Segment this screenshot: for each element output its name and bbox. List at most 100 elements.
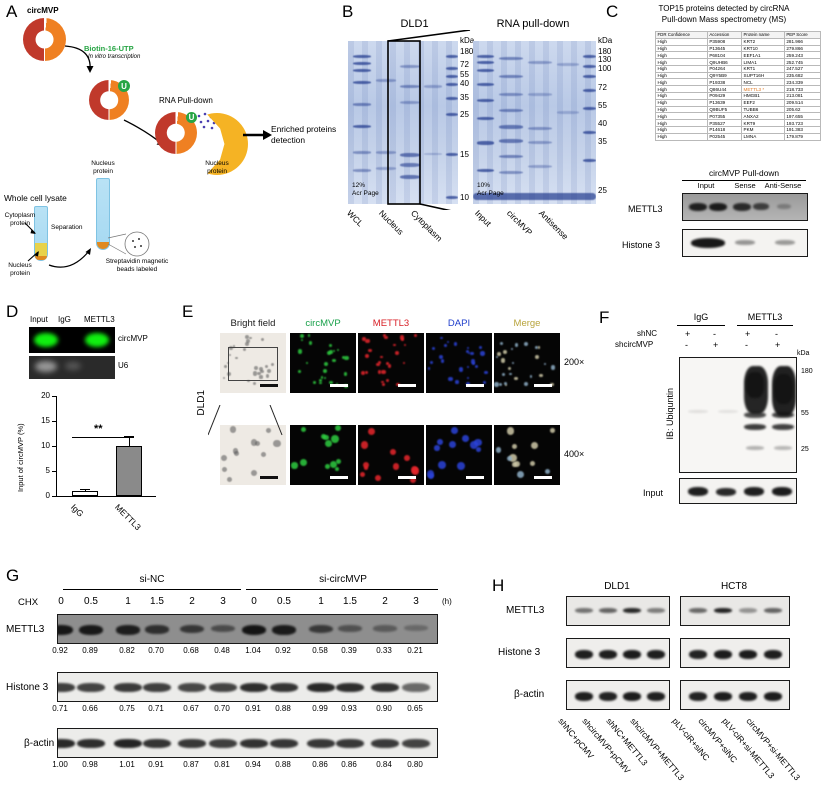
panel-g-quantification: 0.87: [183, 760, 199, 769]
ms-table-cell: 259.243: [783, 51, 822, 60]
ms-table-cell: Q9UHB6: [706, 58, 743, 66]
ms-table-cell: KRT1: [741, 64, 785, 73]
nucleus-moon-line1: Nucleus: [205, 160, 229, 167]
panel-g-band: [240, 683, 268, 692]
panel-f-row1-value: -: [713, 329, 716, 339]
panel-g-row-label: β-actin: [24, 738, 55, 749]
panel-e-cell-dot: [472, 362, 476, 365]
panel-e-scale-bar: [330, 384, 348, 387]
nucleus-protein-label-bottom: Nucleus protein: [0, 262, 40, 278]
streptavidin-beads-label: Streptavidin magnetic beads labeled: [96, 258, 178, 274]
panel-e-cell-dot: [437, 439, 444, 445]
panel-g-band: [242, 625, 266, 635]
panel-e-magnification-label: 400×: [564, 449, 585, 459]
panel-h-band: [739, 650, 757, 659]
panel-e-cell-dot: [495, 447, 502, 453]
panel-e-cell-dot: [550, 365, 555, 370]
nucleus-top-line1: Nucleus: [91, 160, 115, 167]
panel-e-column-header: DAPI: [447, 318, 471, 329]
panel-g-quantification: 0.94: [245, 760, 261, 769]
panel-h-band: [623, 608, 641, 613]
panel-e-fluorescence-image: [358, 425, 424, 485]
panel-e-cell-dot: [221, 454, 228, 461]
panel-e-cell-dot: [334, 466, 339, 471]
panel-g-band: [114, 683, 142, 692]
panel-g-timepoint: 1: [318, 596, 324, 607]
panel-e-cell-dot: [506, 455, 513, 462]
panel-c-blot-histone3: [682, 229, 808, 257]
panel-e-cell-dot: [537, 346, 541, 349]
panel-g-band: [272, 625, 296, 635]
ms-table-cell: HMGB1: [741, 92, 785, 100]
panel-g-band: [180, 625, 204, 634]
panel-h-band: [714, 650, 732, 659]
panel-g-quantification: 0.75: [119, 704, 135, 713]
gel-dld1-image: [348, 41, 458, 204]
panel-h-blot-hct8: [680, 596, 790, 626]
gel1-marker: 55: [460, 70, 469, 79]
panel-e-scale-bar: [260, 384, 278, 387]
ms-table-cell: High: [655, 125, 708, 134]
panel-d-lane-label: METTL3: [84, 315, 115, 324]
panel-e-scale-bar: [330, 476, 348, 479]
panel-g-quantification: 0.86: [341, 760, 357, 769]
panel-h-band: [689, 650, 707, 659]
panel-d-lane-label: IgG: [58, 315, 71, 324]
gel1-lane-label: WCL: [344, 208, 366, 229]
panel-d-gel-u6: [29, 356, 115, 379]
panel-e-cell-dot: [232, 345, 236, 348]
enriched-line2: detection: [271, 135, 305, 146]
panel-e-cell-dot: [360, 370, 366, 375]
panel-e-cell-dot: [386, 378, 390, 382]
panel-f-marker: 25: [801, 446, 809, 453]
panel-g-band: [211, 625, 235, 633]
gel1-marker: 72: [460, 60, 469, 69]
panel-e-cell-dot: [343, 372, 348, 376]
panel-e-cell-dot: [342, 355, 346, 359]
panel-g-timepoint: 3: [220, 596, 226, 607]
panel-f-letter: F: [599, 308, 610, 327]
panel-d-row-circmvp: circMVP: [118, 334, 148, 343]
panel-e-cell-dot: [502, 372, 506, 376]
panel-e-cell-dot: [500, 358, 506, 363]
panel-g-quantification: 0.48: [214, 646, 230, 655]
gel2-title: RNA pull-down: [496, 18, 570, 30]
panel-g-band: [79, 625, 103, 635]
panel-g-quantification: 0.98: [82, 760, 98, 769]
panel-e-cell-dot: [252, 382, 256, 386]
ms-table-cell: EEF2: [741, 98, 785, 107]
panel-g-band: [209, 739, 237, 748]
panel-g-quantification: 0.90: [376, 704, 392, 713]
panel-e-cell-dot: [245, 338, 250, 343]
ms-table-cell: 213.081: [783, 92, 822, 100]
panel-g-band: [143, 739, 171, 748]
u-badge-icon: U: [118, 80, 130, 92]
ms-table-cell: P09429: [706, 92, 743, 100]
panel-h-band: [623, 692, 641, 701]
enriched-line1: Enriched proteins: [271, 124, 337, 134]
gel1-marker: 180: [460, 47, 474, 56]
panel-g-quantification: 0.65: [407, 704, 423, 713]
panel-e-cell-dot: [470, 351, 474, 356]
panel-g-quantification: 0.81: [214, 760, 230, 769]
ms-table-cell: High: [655, 119, 708, 127]
gel2-marker: 100: [598, 64, 612, 73]
panel-e-cell-dot: [529, 375, 533, 378]
rna-pulldown-label: RNA Pull-down: [159, 96, 213, 105]
panel-e-cell-dot: [255, 441, 261, 447]
panel-e-cell-dot: [496, 352, 501, 357]
panel-e-cell-dot: [307, 334, 311, 337]
panel-e-cell-dot: [475, 365, 479, 369]
panel-g-unit: (h): [442, 597, 452, 606]
panel-e-cell-dot: [328, 343, 332, 347]
panel-g-quantification: 0.70: [214, 704, 230, 713]
panel-d-errorbar: [129, 436, 130, 446]
gel2-marker: 55: [598, 101, 607, 110]
panel-e-cell-dot: [267, 368, 272, 374]
panel-e-cell-dot: [377, 370, 382, 375]
